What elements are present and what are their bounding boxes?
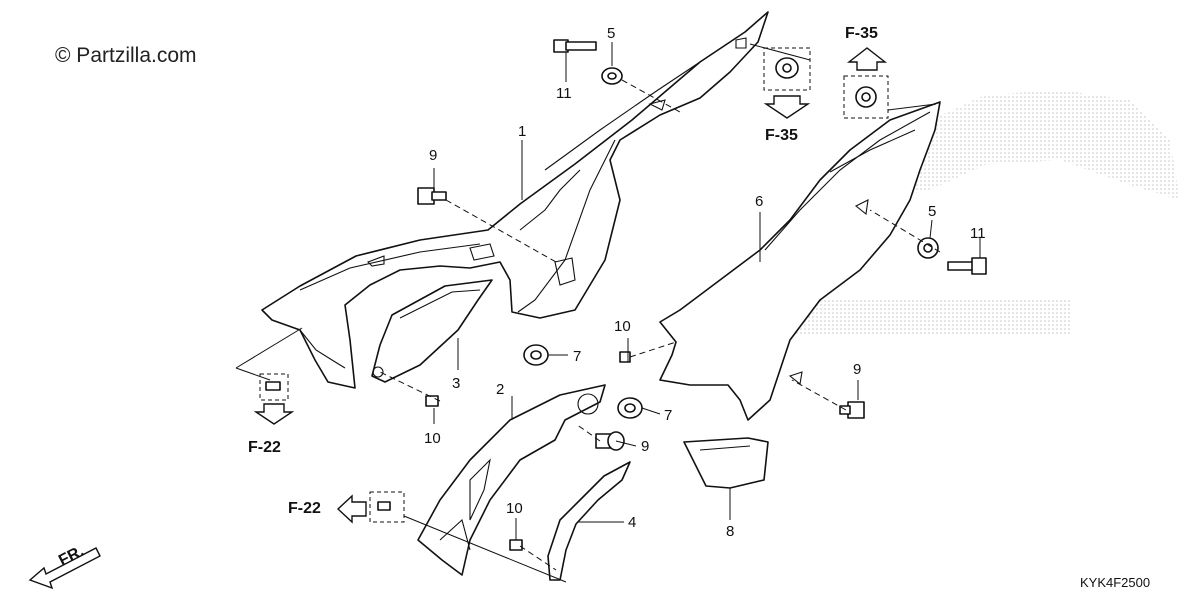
- part-8-lower-cover[interactable]: [683, 437, 769, 489]
- callout-9-left: 9: [429, 147, 437, 164]
- part-3-inner-panel[interactable]: [371, 279, 493, 383]
- arrow-down-f22-left: [253, 403, 295, 425]
- bolt-11-right[interactable]: [947, 257, 987, 275]
- ref-box-f22-bottom: [369, 491, 405, 523]
- callout-1: 1: [518, 123, 526, 140]
- callout-6: 6: [755, 193, 763, 210]
- mount-bracket: [299, 329, 346, 369]
- arrow-down-f35-mid: [763, 95, 811, 119]
- arrow-left-f22-bottom: [336, 494, 367, 524]
- clip-10-bottom[interactable]: [509, 539, 523, 551]
- ref-label-f22-left[interactable]: F-22: [248, 439, 281, 456]
- callout-5-top: 5: [607, 25, 615, 42]
- bolt-11-top[interactable]: [553, 39, 597, 53]
- callout-10-left: 10: [424, 430, 441, 447]
- callout-3: 3: [452, 375, 460, 392]
- brand-logo-watermark: [780, 90, 1180, 335]
- callout-9-right: 9: [853, 361, 861, 378]
- bolt-9-left[interactable]: [417, 187, 447, 205]
- part-4-trim[interactable]: [547, 461, 631, 581]
- callout-10-bottom: 10: [506, 500, 523, 517]
- grommet-7-right[interactable]: [617, 397, 643, 419]
- clip-10-left[interactable]: [425, 395, 439, 407]
- callout-11-top: 11: [556, 85, 572, 102]
- callout-4: 4: [628, 514, 636, 531]
- part-6-side-cover[interactable]: [659, 101, 941, 421]
- ref-box-f35-right: [843, 75, 889, 119]
- ref-box-f35-upper: [763, 47, 811, 91]
- leader-lines: [235, 42, 981, 583]
- callout-8: 8: [726, 523, 734, 540]
- callout-5-right: 5: [928, 203, 936, 220]
- grommet-7-left[interactable]: [523, 344, 549, 366]
- callout-7-right: 7: [664, 407, 672, 424]
- ref-label-f35-mid[interactable]: F-35: [765, 127, 798, 144]
- grommet-5-top[interactable]: [601, 67, 623, 85]
- watermark-text: © Partzilla.com: [55, 44, 197, 67]
- callout-11-right: 11: [970, 225, 986, 242]
- callout-10-middle: 10: [614, 318, 631, 335]
- callout-7-left: 7: [573, 348, 581, 365]
- ref-label-f35-top[interactable]: F-35: [845, 25, 878, 42]
- ref-label-f22-bottom[interactable]: F-22: [288, 500, 321, 517]
- arrow-up-f35-top: [846, 47, 888, 71]
- callout-9-middle: 9: [641, 438, 649, 455]
- part-1-side-cover[interactable]: [261, 11, 769, 389]
- bolt-9-middle[interactable]: [595, 431, 625, 451]
- bolt-9-right[interactable]: [839, 401, 865, 419]
- callout-2: 2: [496, 381, 504, 398]
- diagram-code: KYK4F2500: [1080, 575, 1150, 590]
- ref-box-f22-left: [259, 373, 289, 401]
- front-direction-arrow: [28, 547, 101, 590]
